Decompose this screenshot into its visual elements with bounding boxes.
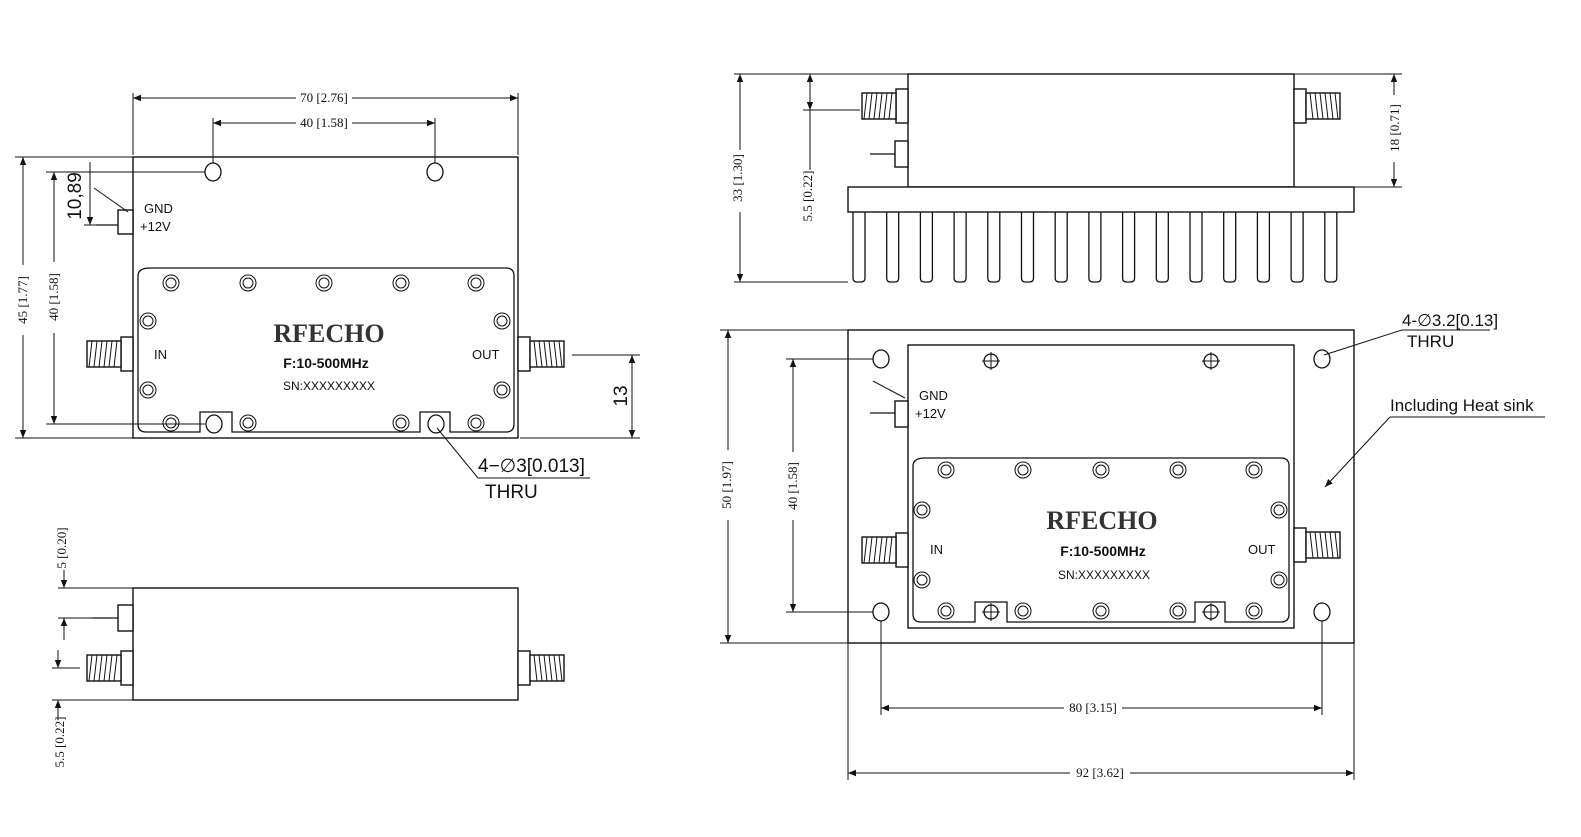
top-view-in-label: IN xyxy=(154,347,167,362)
dim-hs-connector-height: 5.5 [0.22] xyxy=(800,171,815,222)
hs-amplifier-body xyxy=(907,344,1295,629)
dim-top-height: 45 [1.77] xyxy=(15,276,30,324)
heatsink-base xyxy=(847,186,1355,213)
dim-hs-hole-vertical: 40 [1.58] xyxy=(785,462,800,510)
hs-gnd-label: GND xyxy=(919,388,948,403)
top-view-body xyxy=(132,156,519,439)
heatsink-side-body xyxy=(907,73,1295,188)
dim-top-width: 70 [2.76] xyxy=(300,90,348,105)
hs-frequency: F:10-500MHz xyxy=(1060,543,1146,559)
top-holes-thru: THRU xyxy=(485,482,538,503)
top-view-out-label: OUT xyxy=(472,347,500,362)
dim-side-top: 5 [0.20] xyxy=(54,527,69,568)
dim-hs-width: 92 [3.62] xyxy=(1076,765,1124,780)
heatsink-top-view: GND +12V IN OUT RFECHO F:10-500MHz SN:XX… xyxy=(719,311,1545,780)
side-view: 5 [0.20] 5.5 [0.22] xyxy=(52,527,565,768)
top-view-frequency: F:10-500MHz xyxy=(283,355,369,371)
heatsink-side-view: 33 [1.30] 5.5 [0.22] 18 [0.71] xyxy=(730,73,1402,283)
dim-top-hole-spacing: 40 [1.58] xyxy=(300,115,348,130)
dim-hs-total-height: 33 [1.30] xyxy=(730,154,745,202)
top-view-lid xyxy=(137,267,515,433)
top-view-supply-label: +12V xyxy=(140,219,171,234)
hs-in-label: IN xyxy=(930,542,943,557)
hs-heatsink-note: Including Heat sink xyxy=(1390,396,1534,415)
hs-serial: SN:XXXXXXXXX xyxy=(1058,568,1150,582)
side-view-body xyxy=(132,587,519,701)
top-view-serial: SN:XXXXXXXXX xyxy=(283,379,375,393)
top-view: GND +12V IN OUT RFECHO F:10-500MHz SN:XX… xyxy=(15,90,640,503)
dim-hs-height: 50 [1.97] xyxy=(719,461,734,509)
hs-out-label: OUT xyxy=(1248,542,1276,557)
dim-side-bottom: 5.5 [0.22] xyxy=(52,717,67,768)
top-view-brand: RFECHO xyxy=(273,319,384,348)
dim-hs-hole-spacing: 80 [3.15] xyxy=(1069,700,1117,715)
top-view-gnd-label: GND xyxy=(144,201,173,216)
hs-lid xyxy=(912,457,1290,623)
heatsink-fins xyxy=(852,212,1338,283)
top-holes-callout: 4−∅3[0.013] xyxy=(478,456,585,477)
dim-top-pin-offset: 10,89 xyxy=(65,172,86,220)
hs-holes-thru: THRU xyxy=(1407,332,1454,351)
dim-top-connector-offset: 13 xyxy=(611,385,632,406)
hs-brand: RFECHO xyxy=(1046,506,1157,535)
dim-hs-body-height: 18 [0.71] xyxy=(1387,104,1402,152)
hs-holes-callout: 4-∅3.2[0.13] xyxy=(1402,311,1498,330)
hs-supply-label: +12V xyxy=(915,406,946,421)
dim-top-hole-vertical: 40 [1.58] xyxy=(46,273,61,321)
